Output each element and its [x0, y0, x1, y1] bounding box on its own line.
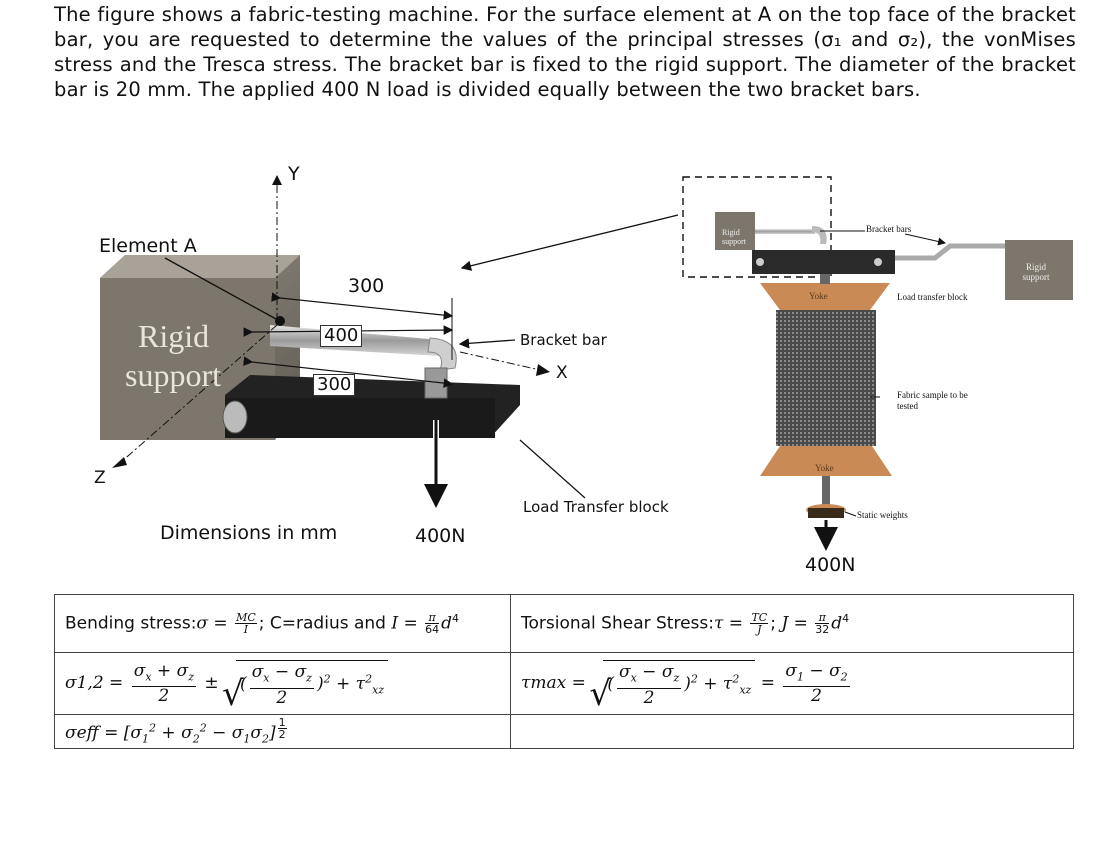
rigid-support-small-block — [715, 212, 755, 250]
bracket-bar-label: Bracket bar — [520, 331, 607, 349]
dimension-300-top: 300 — [348, 275, 385, 297]
load-transfer-block-label: Load transfer block — [897, 292, 968, 302]
rigid-support-label: Rigid — [138, 318, 210, 354]
yoke-top — [760, 283, 890, 310]
torsional-stress-label: Torsional Shear Stress: — [521, 613, 714, 634]
load-label-right: 400N — [805, 554, 856, 576]
load-label-left: 400N — [415, 525, 466, 547]
bracket-bars-label: Bracket bars — [866, 224, 912, 234]
sigma-eff-symbol: σeff — [65, 723, 99, 744]
principal-stress-symbol: σ1,2 — [65, 673, 104, 694]
yoke-top-label: Yoke — [809, 291, 828, 301]
rigid-support-right-label: Rigid support — [1022, 262, 1050, 282]
yoke-bottom-label: Yoke — [815, 463, 834, 473]
dimensions-note: Dimensions in mm — [160, 522, 338, 544]
load-transfer-bar — [222, 375, 520, 438]
principal-stress-cell: σ1,2 = σx + σz2 ± (σx − σz2)2 + τ2xz — [54, 652, 511, 715]
dimension-300-bottom: 300 — [313, 374, 356, 396]
problem-statement: The figure shows a fabric-testing machin… — [54, 3, 1076, 101]
axis-y-label: Y — [288, 163, 300, 185]
load-transfer-label: Load Transfer block — [523, 498, 669, 516]
rigid-support-right-block — [1005, 240, 1073, 300]
fabric-sample-label: Fabric sample to be tested — [897, 390, 968, 411]
rigid-support-small-label: Rigid support — [722, 228, 746, 246]
static-weights-label: Static weights — [857, 510, 908, 520]
rigid-support-label-2: support — [125, 357, 221, 393]
element-a-label: Element A — [99, 235, 197, 257]
axis-x-label: X — [556, 363, 568, 383]
tau-max-cell: τmax = (σx − σz2)2 + τ2xz = σ1 − σ22 — [510, 652, 1074, 715]
load-transfer-block-shape — [752, 250, 895, 274]
axis-z-label: Z — [94, 468, 106, 488]
dimension-400: 400 — [320, 325, 363, 347]
tau-max-symbol: τmax — [521, 673, 567, 694]
empty-cell — [510, 714, 1074, 749]
bending-stress-label: Bending stress: — [65, 613, 197, 634]
yoke-bottom — [760, 446, 892, 476]
bending-stress-tail: ; C=radius and — [258, 613, 386, 634]
fabric-sample — [776, 310, 876, 446]
